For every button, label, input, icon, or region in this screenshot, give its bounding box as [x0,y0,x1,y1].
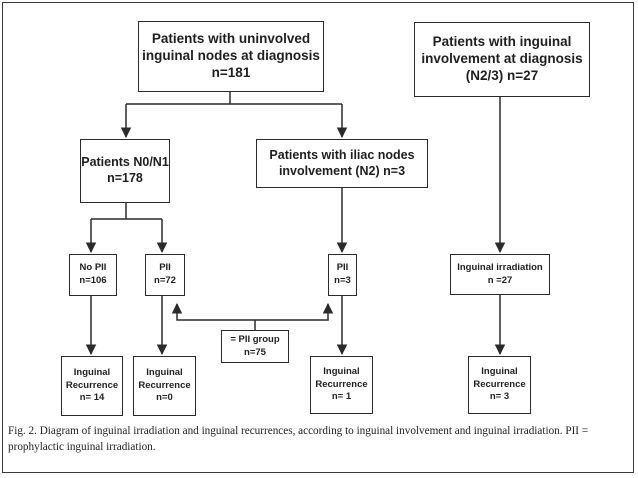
node-uninvolved: Patients with uninvolved inguinal nodes … [138,21,324,92]
node-recurrence-14: Inguinal Recurrence n= 14 [61,356,123,416]
node-text: Inguinal [481,365,518,377]
figure-frame [2,2,634,473]
node-text: Patients with uninvolved [151,31,311,47]
node-pii-3: PII n=3 [328,254,357,296]
node-text: n=3 [334,275,351,286]
arrow-pii-group-link [171,302,334,321]
node-text: PII [336,262,349,274]
node-recurrence-0: Inguinal Recurrence n=0 [133,356,196,416]
node-text: n= 14 [79,392,105,404]
node-text: Inguinal [323,365,360,377]
node-text: No PII [79,262,107,274]
node-text: Recurrence [315,378,368,390]
node-text: n=178 [107,171,143,185]
node-n0n1: Patients N0/N1 n=178 [80,139,170,203]
node-text: Recurrence [138,379,191,391]
node-pii-group: = PII group n=75 [221,330,289,363]
node-text: Inguinal [73,366,111,378]
connector-uninvolved-split [126,92,342,105]
node-text: = PII group [230,333,280,345]
node-text: n=75 [244,346,266,358]
node-text: n= 3 [489,391,510,403]
node-text: n=0 [156,392,173,404]
node-text: Recurrence [473,378,526,390]
node-pii-72: PII n=72 [145,254,185,296]
node-text: n =27 [487,274,513,286]
node-text: Inguinal irradiation [457,261,543,273]
node-text: Patients N0/N1 [81,155,169,170]
node-recurrence-1: Inguinal Recurrence n= 1 [310,356,373,414]
node-text: Patients with inguinal [432,34,572,50]
node-text: Patients with iliac nodes [269,147,415,162]
node-text: involvement (N2) n=3 [278,163,406,178]
node-text: n=106 [79,275,107,286]
node-text: PII [159,262,171,274]
node-text: n=181 [211,64,251,80]
node-text: (N2/3) n=27 [465,67,539,83]
node-inguinal-involvement: Patients with inguinal involvement at di… [414,22,590,97]
node-text: Inguinal [146,366,183,378]
node-text: Recurrence [65,379,119,391]
node-recurrence-3: Inguinal Recurrence n= 3 [468,356,531,414]
node-no-pii: No PII n=106 [69,254,117,296]
node-text: involvement at diagnosis [421,51,583,67]
node-text: n=72 [154,275,176,286]
node-text: n= 1 [331,391,352,403]
node-iliac: Patients with iliac nodes involvement (N… [256,139,428,188]
figure-caption: Fig. 2. Diagram of inguinal irradiation … [8,425,589,454]
node-inguinal-irradiation: Inguinal irradiation n =27 [450,254,550,295]
node-text: inguinal nodes at diagnosis [142,48,320,64]
connector-n0n1-split [91,203,162,220]
